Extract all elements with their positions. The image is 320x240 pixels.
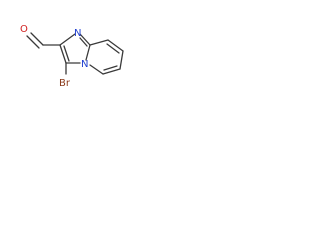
structure-diagram: O N N Br (20, 24, 124, 89)
imidazole-ring (59, 33, 91, 64)
nitrogen-imine-label: N (74, 28, 81, 39)
bromine-label: Br (59, 78, 71, 89)
oxygen-label: O (20, 24, 28, 35)
pyridine-ring (89, 39, 124, 75)
nitrogen-bridge-label: N (81, 59, 88, 70)
aldehyde-bond (26, 32, 44, 49)
